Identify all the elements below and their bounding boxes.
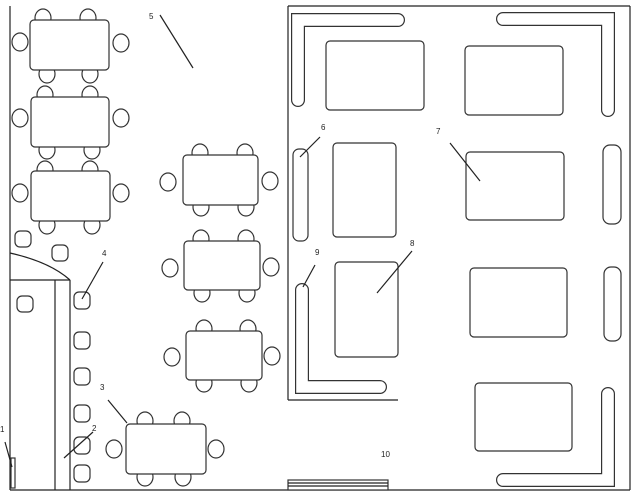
leader-lines	[4, 14, 481, 468]
table-set	[161, 229, 280, 303]
label-2: 2	[92, 424, 97, 433]
label-10: 10	[381, 450, 390, 459]
table-set	[11, 85, 130, 160]
large-tables	[325, 40, 573, 452]
table-set	[11, 160, 130, 235]
entrance-door	[287, 479, 389, 491]
label-3: 3	[100, 383, 105, 392]
label-6: 6	[321, 123, 326, 132]
benches	[291, 12, 622, 487]
callout-labels: 1 2 3 4 5 6 7 8 9 10	[0, 12, 441, 459]
table-set	[159, 143, 279, 217]
table-set	[105, 411, 225, 487]
table-set	[11, 8, 130, 84]
table-group-left	[11, 8, 130, 235]
label-5: 5	[149, 12, 154, 21]
table-group-middle	[105, 143, 281, 487]
table-set	[163, 319, 281, 393]
label-8: 8	[410, 239, 415, 248]
label-1: 1	[0, 425, 5, 434]
stools	[14, 230, 91, 483]
label-7: 7	[436, 127, 441, 136]
label-9: 9	[315, 248, 320, 257]
label-4: 4	[102, 249, 107, 258]
walls	[9, 5, 631, 491]
